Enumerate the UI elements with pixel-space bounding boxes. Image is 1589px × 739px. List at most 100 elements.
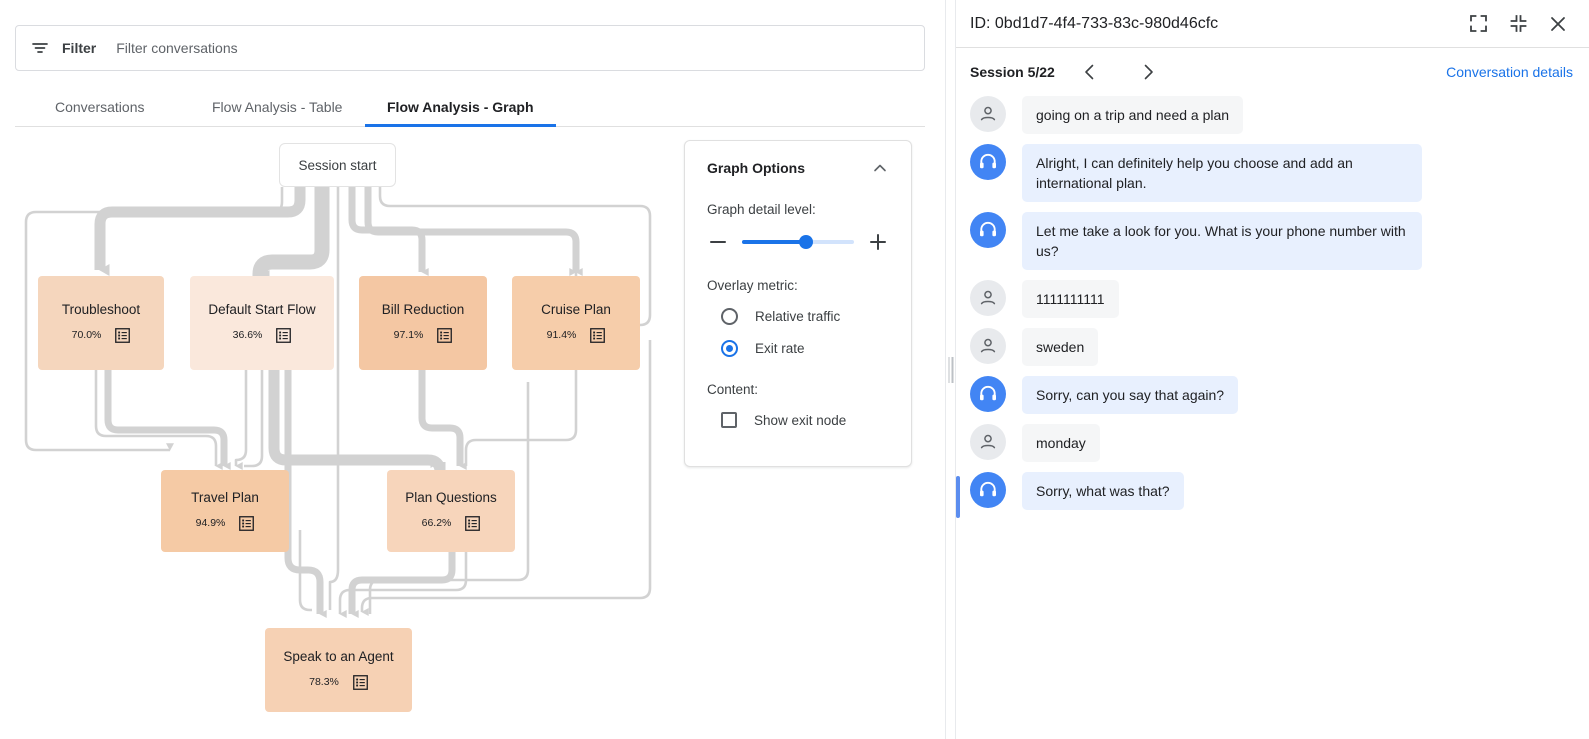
selected-turn-indicator [956,476,960,518]
graph-node-troubleshoot[interactable]: Troubleshoot 70.0% [38,276,164,370]
node-meta: 36.6% [232,327,292,343]
conversation-turn: monday [956,424,1589,462]
node-meta: 97.1% [393,327,453,343]
close-icon[interactable] [1543,9,1573,39]
node-meta: 78.3% [309,674,368,690]
slider-thumb[interactable] [798,235,813,249]
node-percent: 94.9% [195,517,226,530]
node-meta: 91.4% [546,327,606,343]
filter-bar[interactable]: Filter [15,25,925,71]
graph-options-header: Graph Options [707,159,889,177]
conversation-turn: Let me take a look for you. What is your… [956,212,1589,270]
checkbox-icon [721,412,737,428]
tab-label: Flow Analysis - Table [212,99,343,115]
list-icon[interactable] [352,674,368,690]
user-avatar-icon [970,96,1006,132]
conversation-turn-selected: Sorry, what was that? [956,472,1589,518]
conversation-turn: Alright, I can definitely help you choos… [956,144,1589,202]
node-percent: 70.0% [71,329,102,342]
node-title: Travel Plan [191,490,259,506]
node-meta: 94.9% [195,515,255,531]
collapse-icon[interactable] [1503,9,1533,39]
tab-flow-analysis-table[interactable]: Flow Analysis - Table [190,88,364,126]
list-icon[interactable] [239,515,255,531]
conversation-panel-header: ID: 0bd1d7-4f4-733-83c-980d46cfc [956,0,1589,48]
graph-node-travel-plan[interactable]: Travel Plan 94.9% [161,470,289,552]
graph-node-cruise-plan[interactable]: Cruise Plan 91.4% [512,276,640,370]
conversation-panel: ID: 0bd1d7-4f4-733-83c-980d46cfc [956,0,1589,739]
agent-avatar-icon [970,472,1006,508]
graph-node-bill-reduction[interactable]: Bill Reduction 97.1% [359,276,487,370]
panel-resize-divider[interactable] [945,0,956,739]
checkbox-label: Show exit node [754,412,847,428]
conversation-turn: Sorry, can you say that again? [956,376,1589,414]
user-avatar-icon [970,328,1006,364]
expand-icon[interactable] [1463,9,1493,39]
node-percent: 66.2% [421,517,452,530]
agent-avatar-icon [970,144,1006,180]
message-bubble: Sorry, can you say that again? [1022,376,1239,414]
radio-icon [721,308,738,325]
list-icon[interactable] [465,515,481,531]
content-label: Content: [707,382,759,397]
graph-node-plan-questions[interactable]: Plan Questions 66.2% [387,470,515,552]
tab-bar: Conversations Flow Analysis - Table Flow… [15,88,925,127]
graph-node-speak-to-an-agent[interactable]: Speak to an Agent 78.3% [265,628,412,712]
graph-detail-slider[interactable] [742,235,854,249]
user-avatar-icon [970,280,1006,316]
tab-conversations[interactable]: Conversations [33,88,167,126]
conversation-turn: going on a trip and need a plan [956,96,1589,134]
conversation-turn: sweden [956,328,1589,366]
conversation-id: ID: 0bd1d7-4f4-733-83c-980d46cfc [970,14,1219,32]
graph-options-panel: Graph Options Graph detail level: [684,140,912,467]
radio-label: Exit rate [755,341,805,356]
session-start-node[interactable]: Session start [279,143,396,187]
session-navigation-bar: Session 5/22 Conversation details [956,48,1589,96]
checkbox-show-exit-node[interactable]: Show exit node [707,412,889,428]
node-title: Speak to an Agent [283,649,394,665]
message-bubble: Sorry, what was that? [1022,472,1184,510]
list-icon[interactable] [437,327,453,343]
list-icon[interactable] [115,327,131,343]
node-percent: 36.6% [232,329,263,342]
graph-detail-level-label: Graph detail level: [707,202,816,217]
minus-icon[interactable] [707,231,729,253]
radio-relative-traffic[interactable]: Relative traffic [707,308,889,325]
filter-input[interactable] [114,26,910,70]
graph-node-default-start-flow[interactable]: Default Start Flow 36.6% [190,276,334,370]
chevron-up-icon[interactable] [871,159,889,177]
radio-exit-rate[interactable]: Exit rate [707,340,889,357]
agent-avatar-icon [970,376,1006,412]
conversation-turn: 1111111111 [956,280,1589,318]
list-icon[interactable] [590,327,606,343]
list-icon[interactable] [276,327,292,343]
chevron-right-icon[interactable] [1131,55,1165,89]
agent-avatar-icon [970,212,1006,248]
overlay-metric-label: Overlay metric: [707,278,798,293]
user-avatar-icon [970,424,1006,460]
filter-label: Filter [62,40,97,56]
message-bubble: monday [1022,424,1100,462]
message-bubble: going on a trip and need a plan [1022,96,1244,134]
node-title: Bill Reduction [381,302,465,318]
conversation-details-link[interactable]: Conversation details [1446,64,1573,80]
tab-flow-analysis-graph[interactable]: Flow Analysis - Graph [365,88,556,127]
plus-icon[interactable] [867,231,889,253]
flow-graph-edges [24,187,652,618]
node-title: Default Start Flow [208,302,316,318]
session-counter: Session 5/22 [970,64,1055,80]
node-meta: 70.0% [71,327,131,343]
node-percent: 97.1% [393,329,424,342]
chevron-left-icon[interactable] [1073,55,1107,89]
drag-handle-icon [948,356,953,383]
radio-icon-selected [721,340,738,357]
node-percent: 91.4% [546,329,577,342]
node-title: Troubleshoot [61,302,141,318]
conversation-transcript[interactable]: going on a trip and need a plan Alright,… [956,96,1589,739]
node-percent: 78.3% [309,676,339,689]
node-meta: 66.2% [421,515,481,531]
flow-graph-canvas[interactable]: Session start Troubleshoot 70.0% [0,130,945,739]
tab-label: Flow Analysis - Graph [387,99,534,115]
message-bubble: 1111111111 [1022,280,1119,318]
